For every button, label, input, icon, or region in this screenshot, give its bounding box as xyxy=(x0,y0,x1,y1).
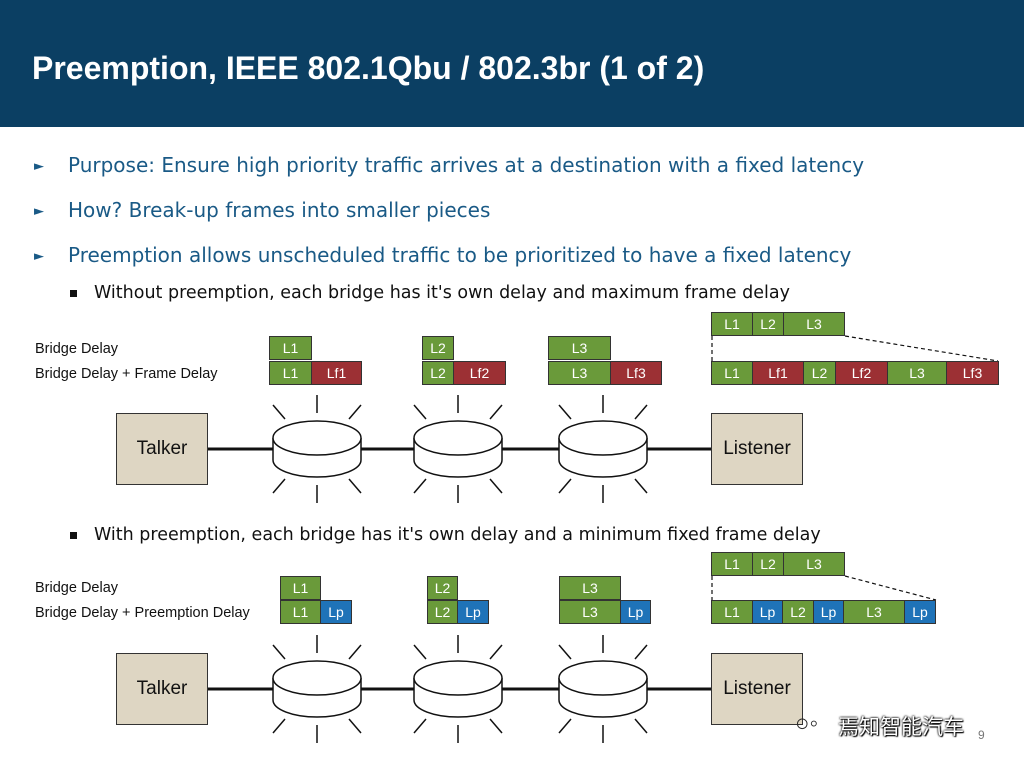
square-bullet-icon xyxy=(70,532,77,539)
watermark-text: 焉知智能汽车 xyxy=(838,715,964,739)
triangle-bullet-icon: ► xyxy=(34,204,44,219)
diagram-with-network xyxy=(208,575,937,743)
bridge-icon xyxy=(413,395,503,503)
slide-title: Preemption, IEEE 802.1Qbu / 802.3br (1 o… xyxy=(32,50,705,86)
bridge-delay-block: L1 xyxy=(280,576,321,600)
bullet-text: How? Break-up frames into smaller pieces xyxy=(68,198,491,222)
summary-frame-delay-block: Lf2 xyxy=(835,361,888,385)
row-label-bridge-preemption-delay: Bridge Delay + Preemption Delay xyxy=(35,605,250,621)
diagram-without-network xyxy=(208,335,999,503)
summary-frame-delay-block: Lf1 xyxy=(752,361,804,385)
listener-node: Listener xyxy=(711,653,803,725)
listener-node: Listener xyxy=(711,413,803,485)
bridge-delay-block: L1 xyxy=(269,361,312,385)
slide-header: Preemption, IEEE 802.1Qbu / 802.3br (1 o… xyxy=(0,0,1024,127)
bridge-delay-block: L1 xyxy=(269,336,312,360)
summary-bridge-delay-block: L2 xyxy=(803,361,836,385)
summary-bridge-delay-block: L3 xyxy=(783,312,845,336)
preemption-delay-block: Lp xyxy=(620,600,651,624)
square-bullet-icon xyxy=(70,290,77,297)
row-label-bridge-frame-delay: Bridge Delay + Frame Delay xyxy=(35,366,218,382)
summary-bridge-delay-block: L3 xyxy=(887,361,947,385)
bridge-delay-block: L3 xyxy=(559,600,621,624)
wechat-icon: ○◦ xyxy=(795,710,819,737)
frame-delay-block: Lf3 xyxy=(610,361,662,385)
summary-bridge-delay-block: L1 xyxy=(711,552,753,576)
summary-preemption-delay-block: Lp xyxy=(752,600,783,624)
triangle-bullet-icon: ► xyxy=(34,159,44,174)
summary-bridge-delay-block: L2 xyxy=(782,600,814,624)
dashed-connector xyxy=(844,335,999,362)
bridge-icon xyxy=(272,635,362,743)
row-label-bridge-delay: Bridge Delay xyxy=(35,341,119,357)
summary-bridge-delay-block: L3 xyxy=(783,552,845,576)
bridge-delay-block: L2 xyxy=(422,336,454,360)
bridge-icon xyxy=(413,635,503,743)
preemption-delay-block: Lp xyxy=(320,600,352,624)
bridge-delay-block: L3 xyxy=(548,361,611,385)
bullet-text: Preemption allows unscheduled traffic to… xyxy=(68,243,852,267)
talker-node: Talker xyxy=(116,413,208,485)
bridge-delay-block: L2 xyxy=(427,600,458,624)
bridge-delay-block: L2 xyxy=(427,576,458,600)
bridge-delay-block: L3 xyxy=(548,336,611,360)
bridge-delay-block: L2 xyxy=(422,361,454,385)
sub-bullet-text: Without preemption, each bridge has it's… xyxy=(94,283,790,303)
bullet-text: Purpose: Ensure high priority traffic ar… xyxy=(68,153,865,177)
frame-delay-block: Lf1 xyxy=(311,361,362,385)
frame-delay-block: Lf2 xyxy=(453,361,506,385)
summary-bridge-delay-block: L2 xyxy=(752,552,784,576)
summary-preemption-delay-block: Lp xyxy=(813,600,844,624)
summary-bridge-delay-block: L1 xyxy=(711,312,753,336)
preemption-delay-block: Lp xyxy=(457,600,489,624)
summary-bridge-delay-block: L3 xyxy=(843,600,905,624)
triangle-bullet-icon: ► xyxy=(34,249,44,264)
summary-bridge-delay-block: L2 xyxy=(752,312,784,336)
bridge-delay-block: L1 xyxy=(280,600,321,624)
summary-preemption-delay-block: Lp xyxy=(904,600,936,624)
sub-bullet-text: With preemption, each bridge has it's ow… xyxy=(94,525,821,545)
summary-frame-delay-block: Lf3 xyxy=(946,361,999,385)
talker-node: Talker xyxy=(116,653,208,725)
row-label-bridge-delay: Bridge Delay xyxy=(35,580,119,596)
bridge-icon xyxy=(558,395,648,503)
watermark: ○◦ 焉知智能汽车 xyxy=(790,706,1000,742)
summary-bridge-delay-block: L1 xyxy=(711,600,753,624)
bridge-icon xyxy=(272,395,362,503)
summary-bridge-delay-block: L1 xyxy=(711,361,753,385)
bridge-delay-block: L3 xyxy=(559,576,621,600)
bridge-icon xyxy=(558,635,648,743)
dashed-connector xyxy=(844,575,937,601)
page-number: 9 xyxy=(978,728,985,742)
